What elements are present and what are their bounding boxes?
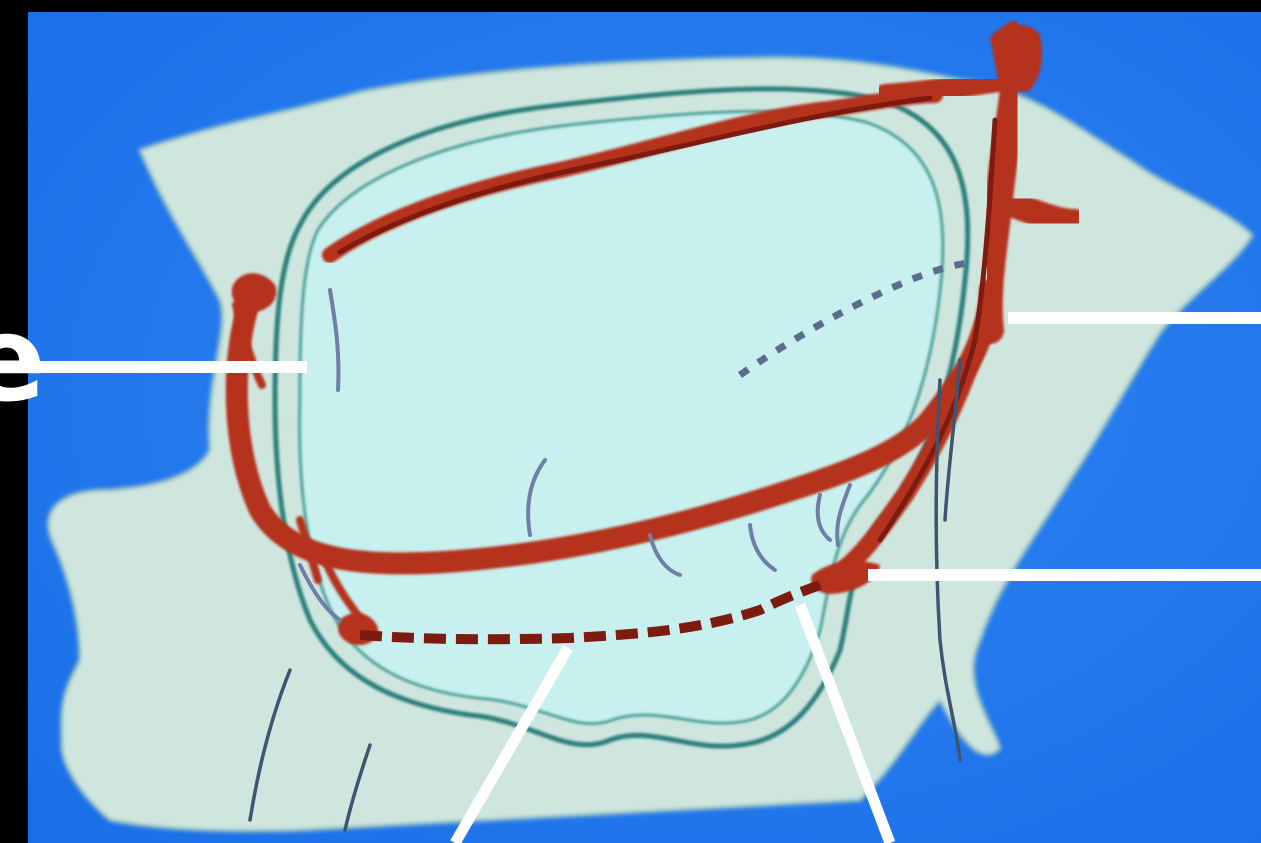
left-black-band bbox=[0, 0, 30, 843]
top-black-band bbox=[0, 0, 1261, 14]
